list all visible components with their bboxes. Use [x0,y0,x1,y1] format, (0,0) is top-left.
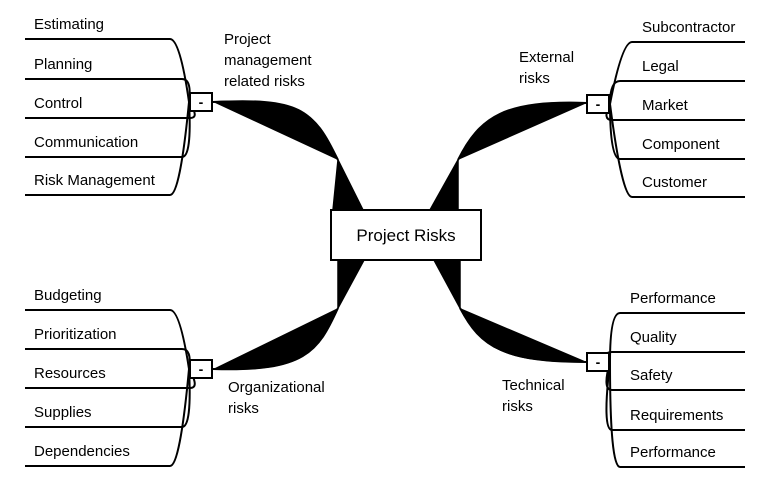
risk-item-label: Requirements [630,407,723,424]
branch-title-line: Organizational [228,379,325,396]
risk-item-label: Supplies [34,404,92,421]
item-connector [605,361,745,391]
risk-item-label: Budgeting [34,287,102,304]
item-connector [609,361,745,468]
item-connector [609,80,745,105]
minus-icon[interactable]: - [596,354,601,370]
risk-item-label: Quality [630,329,677,346]
center-node[interactable]: Project Risks [330,209,482,261]
branch-technical: PerformanceQualitySafetyRequirementsPerf… [502,290,745,468]
item-connector [25,368,190,467]
minus-icon[interactable]: - [199,361,204,377]
connector-bottom-left-stroke [212,307,339,371]
risk-item-label: Customer [642,174,707,191]
risk-item-label: Dependencies [34,443,130,460]
risk-item-label: Communication [34,134,138,151]
branch-title-line: Project [224,31,272,48]
branch-title-line: External [519,49,574,66]
risk-item-label: Control [34,95,82,112]
branch-organizational: BudgetingPrioritizationResourcesSupplies… [25,287,325,467]
item-connector [609,103,745,198]
risk-item-label: Safety [630,367,673,384]
branch-external: SubcontractorLegalMarketComponentCustome… [519,19,745,198]
item-connector [609,103,745,160]
center-label: Project Risks [356,226,455,245]
item-connector [605,351,745,363]
risk-item-label: Risk Management [34,172,156,189]
risk-item-label: Subcontractor [642,19,735,36]
connector-bottom-right [432,259,588,363]
branch-title-line: risks [519,70,550,87]
risk-item-label: Planning [34,56,92,73]
risk-item-label: Performance [630,290,716,307]
risk-item-label: Resources [34,365,106,382]
collapse-toggle[interactable] [189,359,213,379]
risk-item-label: Estimating [34,16,104,33]
collapse-toggle[interactable] [586,352,610,372]
risk-item-label: Component [642,136,720,153]
risk-item-label: Prioritization [34,326,117,343]
branch-title-line: related risks [224,73,305,90]
branch-title-line: Technical [502,377,565,394]
item-connector [25,309,190,370]
risk-item-label: Market [642,97,689,114]
item-connector [25,101,190,196]
branch-title-line: risks [502,398,533,415]
risk-item-label: Legal [642,58,679,75]
connector-top-left-stroke [212,100,339,161]
item-connector [25,38,190,103]
collapse-toggle[interactable] [586,94,610,114]
branch-title-line: risks [228,400,259,417]
connector-top-right-stroke [457,101,588,161]
risk-item-label: Performance [630,444,716,461]
minus-icon[interactable]: - [596,96,601,112]
branch-project-management: EstimatingPlanningControlCommunicationRi… [25,16,312,196]
minus-icon[interactable]: - [199,94,204,110]
connector-bottom-right-stroke [459,307,588,363]
item-connector [609,41,745,105]
connector-bottom-left [212,259,366,371]
collapse-toggle[interactable] [189,92,213,112]
connector-top-right [428,101,588,211]
connector-top-left [212,100,365,211]
branch-title-line: management [224,52,312,69]
